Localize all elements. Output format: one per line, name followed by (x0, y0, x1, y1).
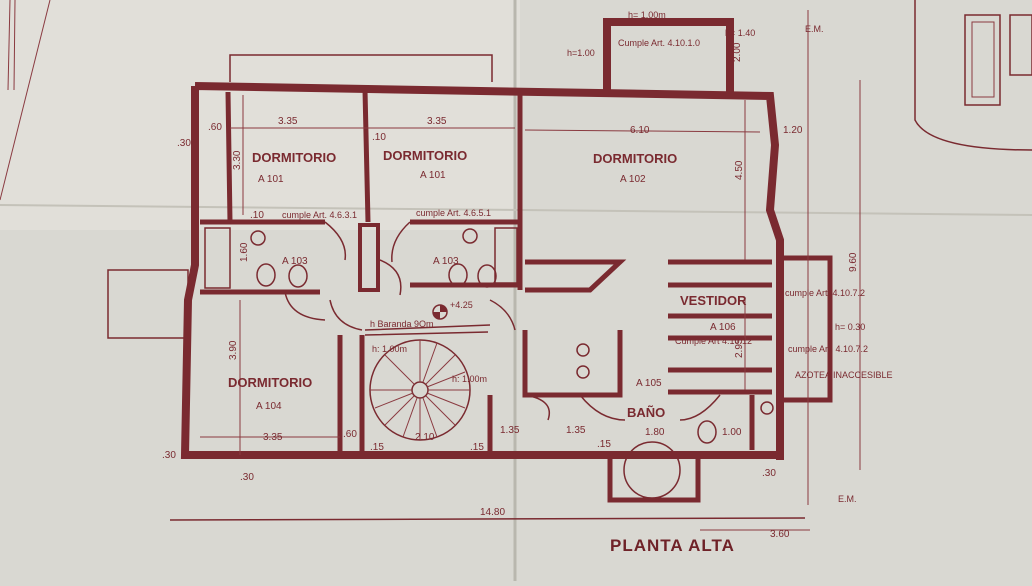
note-text: h=1.00 (567, 48, 595, 58)
dimension-lines (169, 10, 861, 531)
dim-label: 3.90 (228, 340, 239, 360)
dim-label: 3.30 (232, 150, 243, 170)
dim-label: 3.35 (278, 116, 298, 127)
dim-label: .30 (177, 138, 191, 149)
room-dormitorio-4: DORMITORIO (228, 375, 312, 390)
room-code-bano: A 105 (636, 378, 662, 389)
dim-label: 1.35 (566, 425, 586, 436)
dim-label: 2.00 (732, 42, 743, 62)
room-bano: BAÑO (627, 405, 665, 420)
room-code-2: A 101 (420, 170, 446, 181)
note-text: cumple Art. 4.6.3.1 (282, 210, 357, 220)
door-swings (284, 221, 721, 421)
room-code-vestidor: A 106 (710, 322, 736, 333)
adjacent-drawing-right (914, 0, 1032, 151)
dim-label: 1.35 (500, 425, 520, 436)
dim-label: 1.80 (645, 427, 665, 438)
dim-label: 3.60 (770, 529, 790, 540)
dim-label: 3.35 (263, 432, 283, 443)
dim-label: 4.50 (734, 160, 745, 180)
dim-label: .15 (370, 442, 384, 453)
dim-label: 1.00 (722, 427, 742, 438)
dim-label: 1.20 (783, 125, 803, 136)
note-text: AZOTEA INACCESIBLE (795, 370, 893, 380)
dim-label: .15 (597, 439, 611, 450)
note-text: h= 1.40 (725, 28, 755, 38)
note-text: Cumple Art 4.10.12 (675, 336, 752, 346)
dim-label: 1.60 (239, 242, 250, 262)
room-dormitorio-1: DORMITORIO (252, 150, 336, 165)
dim-label: .60 (343, 429, 357, 440)
dim-label: 2.10 (415, 432, 435, 443)
dim-label: .10 (250, 210, 264, 221)
note-text: h Baranda 9Om (370, 319, 434, 329)
bath-fixtures (204, 227, 774, 499)
balcony (229, 54, 493, 82)
top-projection (603, 18, 734, 95)
dim-label: .10 (372, 132, 386, 143)
level-marker: +4.25 (450, 300, 473, 310)
dim-label: 3.35 (427, 116, 447, 127)
interior-walls (200, 89, 833, 503)
note-text: Cumple Art. 4.10.1.0 (618, 38, 700, 48)
bath-code-2: A 103 (433, 256, 459, 267)
note-text: h: 1.00m (452, 374, 487, 384)
note-text: cumple Art. 4.6.5.1 (416, 208, 491, 218)
bath-code-1: A 103 (282, 256, 308, 267)
dim-label: 9.60 (848, 252, 859, 272)
dim-label: .30 (762, 468, 776, 479)
outer-walls (180, 82, 784, 460)
note-text: cumple Art. 4.10.7.2 (788, 344, 868, 354)
dim-label: 14.80 (480, 507, 505, 518)
dim-label: .30 (240, 472, 254, 483)
adjacent-drawing-left (0, 0, 51, 201)
dim-label: .15 (470, 442, 484, 453)
room-dormitorio-3: DORMITORIO (593, 151, 677, 166)
room-code-3: A 102 (620, 174, 646, 185)
level-marker-icon (432, 304, 448, 320)
dim-label: .30 (162, 450, 176, 461)
note-text: cumple Art. 4.10.7.2 (785, 288, 865, 298)
spiral-staircase (364, 324, 491, 441)
note-text: h= 0.30 (835, 322, 865, 332)
room-code-1: A 101 (258, 174, 284, 185)
plan-title: PLANTA ALTA (610, 536, 735, 555)
note-text: h: 1.00m (372, 344, 407, 354)
note-text: E.M. (838, 494, 857, 504)
dim-label: 6.10 (630, 125, 650, 136)
room-dormitorio-2: DORMITORIO (383, 148, 467, 163)
dim-label: .60 (208, 122, 222, 133)
dim-label: 2.95 (734, 338, 745, 358)
note-text: E.M. (805, 24, 824, 34)
note-text: h= 1.00m (628, 10, 666, 20)
room-vestidor: VESTIDOR (680, 293, 747, 308)
room-code-4: A 104 (256, 401, 282, 412)
